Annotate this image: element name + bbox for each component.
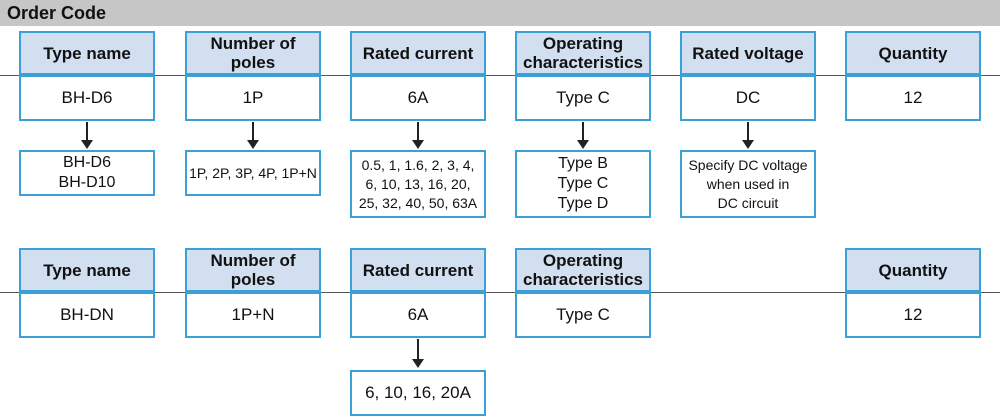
arrow-number-of-poles [247,122,259,149]
header-rated-voltage: Rated voltage [680,31,816,75]
section2-connector-line [0,292,1000,293]
value-operating-characteristics: Type C [515,75,651,121]
arrow2-rated-current [412,339,424,368]
header-quantity: Quantity [845,31,981,75]
arrow-operating-characteristics [577,122,589,149]
options-number-of-poles: 1P, 2P, 3P, 4P, 1P+N [185,150,321,196]
header2-quantity: Quantity [845,248,981,292]
options-operating-characteristics: Type B Type C Type D [515,150,651,218]
page-title: Order Code [7,3,107,23]
section1-connector-line [0,75,1000,76]
value2-quantity: 12 [845,292,981,338]
title-bar: Order Code [0,0,1000,26]
header-number-of-poles: Number of poles [185,31,321,75]
value-number-of-poles: 1P [185,75,321,121]
value-type-name: BH-D6 [19,75,155,121]
header2-type-name: Type name [19,248,155,292]
value-rated-current: 6A [350,75,486,121]
options-type-name: BH-D6 BH-D10 [19,150,155,196]
arrow-type-name [81,122,93,149]
value-quantity: 12 [845,75,981,121]
header-type-name: Type name [19,31,155,75]
arrow-rated-voltage [742,122,754,149]
header2-number-of-poles: Number of poles [185,248,321,292]
value-rated-voltage: DC [680,75,816,121]
value2-operating-characteristics: Type C [515,292,651,338]
header-rated-current: Rated current [350,31,486,75]
value2-type-name: BH-DN [19,292,155,338]
options2-rated-current: 6, 10, 16, 20A [350,370,486,416]
options-rated-voltage: Specify DC voltage when used in DC circu… [680,150,816,218]
value2-number-of-poles: 1P+N [185,292,321,338]
value2-rated-current: 6A [350,292,486,338]
arrow-rated-current [412,122,424,149]
header-operating-characteristics: Operating characteristics [515,31,651,75]
options-rated-current: 0.5, 1, 1.6, 2, 3, 4, 6, 10, 13, 16, 20,… [350,150,486,218]
header2-rated-current: Rated current [350,248,486,292]
header2-operating-characteristics: Operating characteristics [515,248,651,292]
